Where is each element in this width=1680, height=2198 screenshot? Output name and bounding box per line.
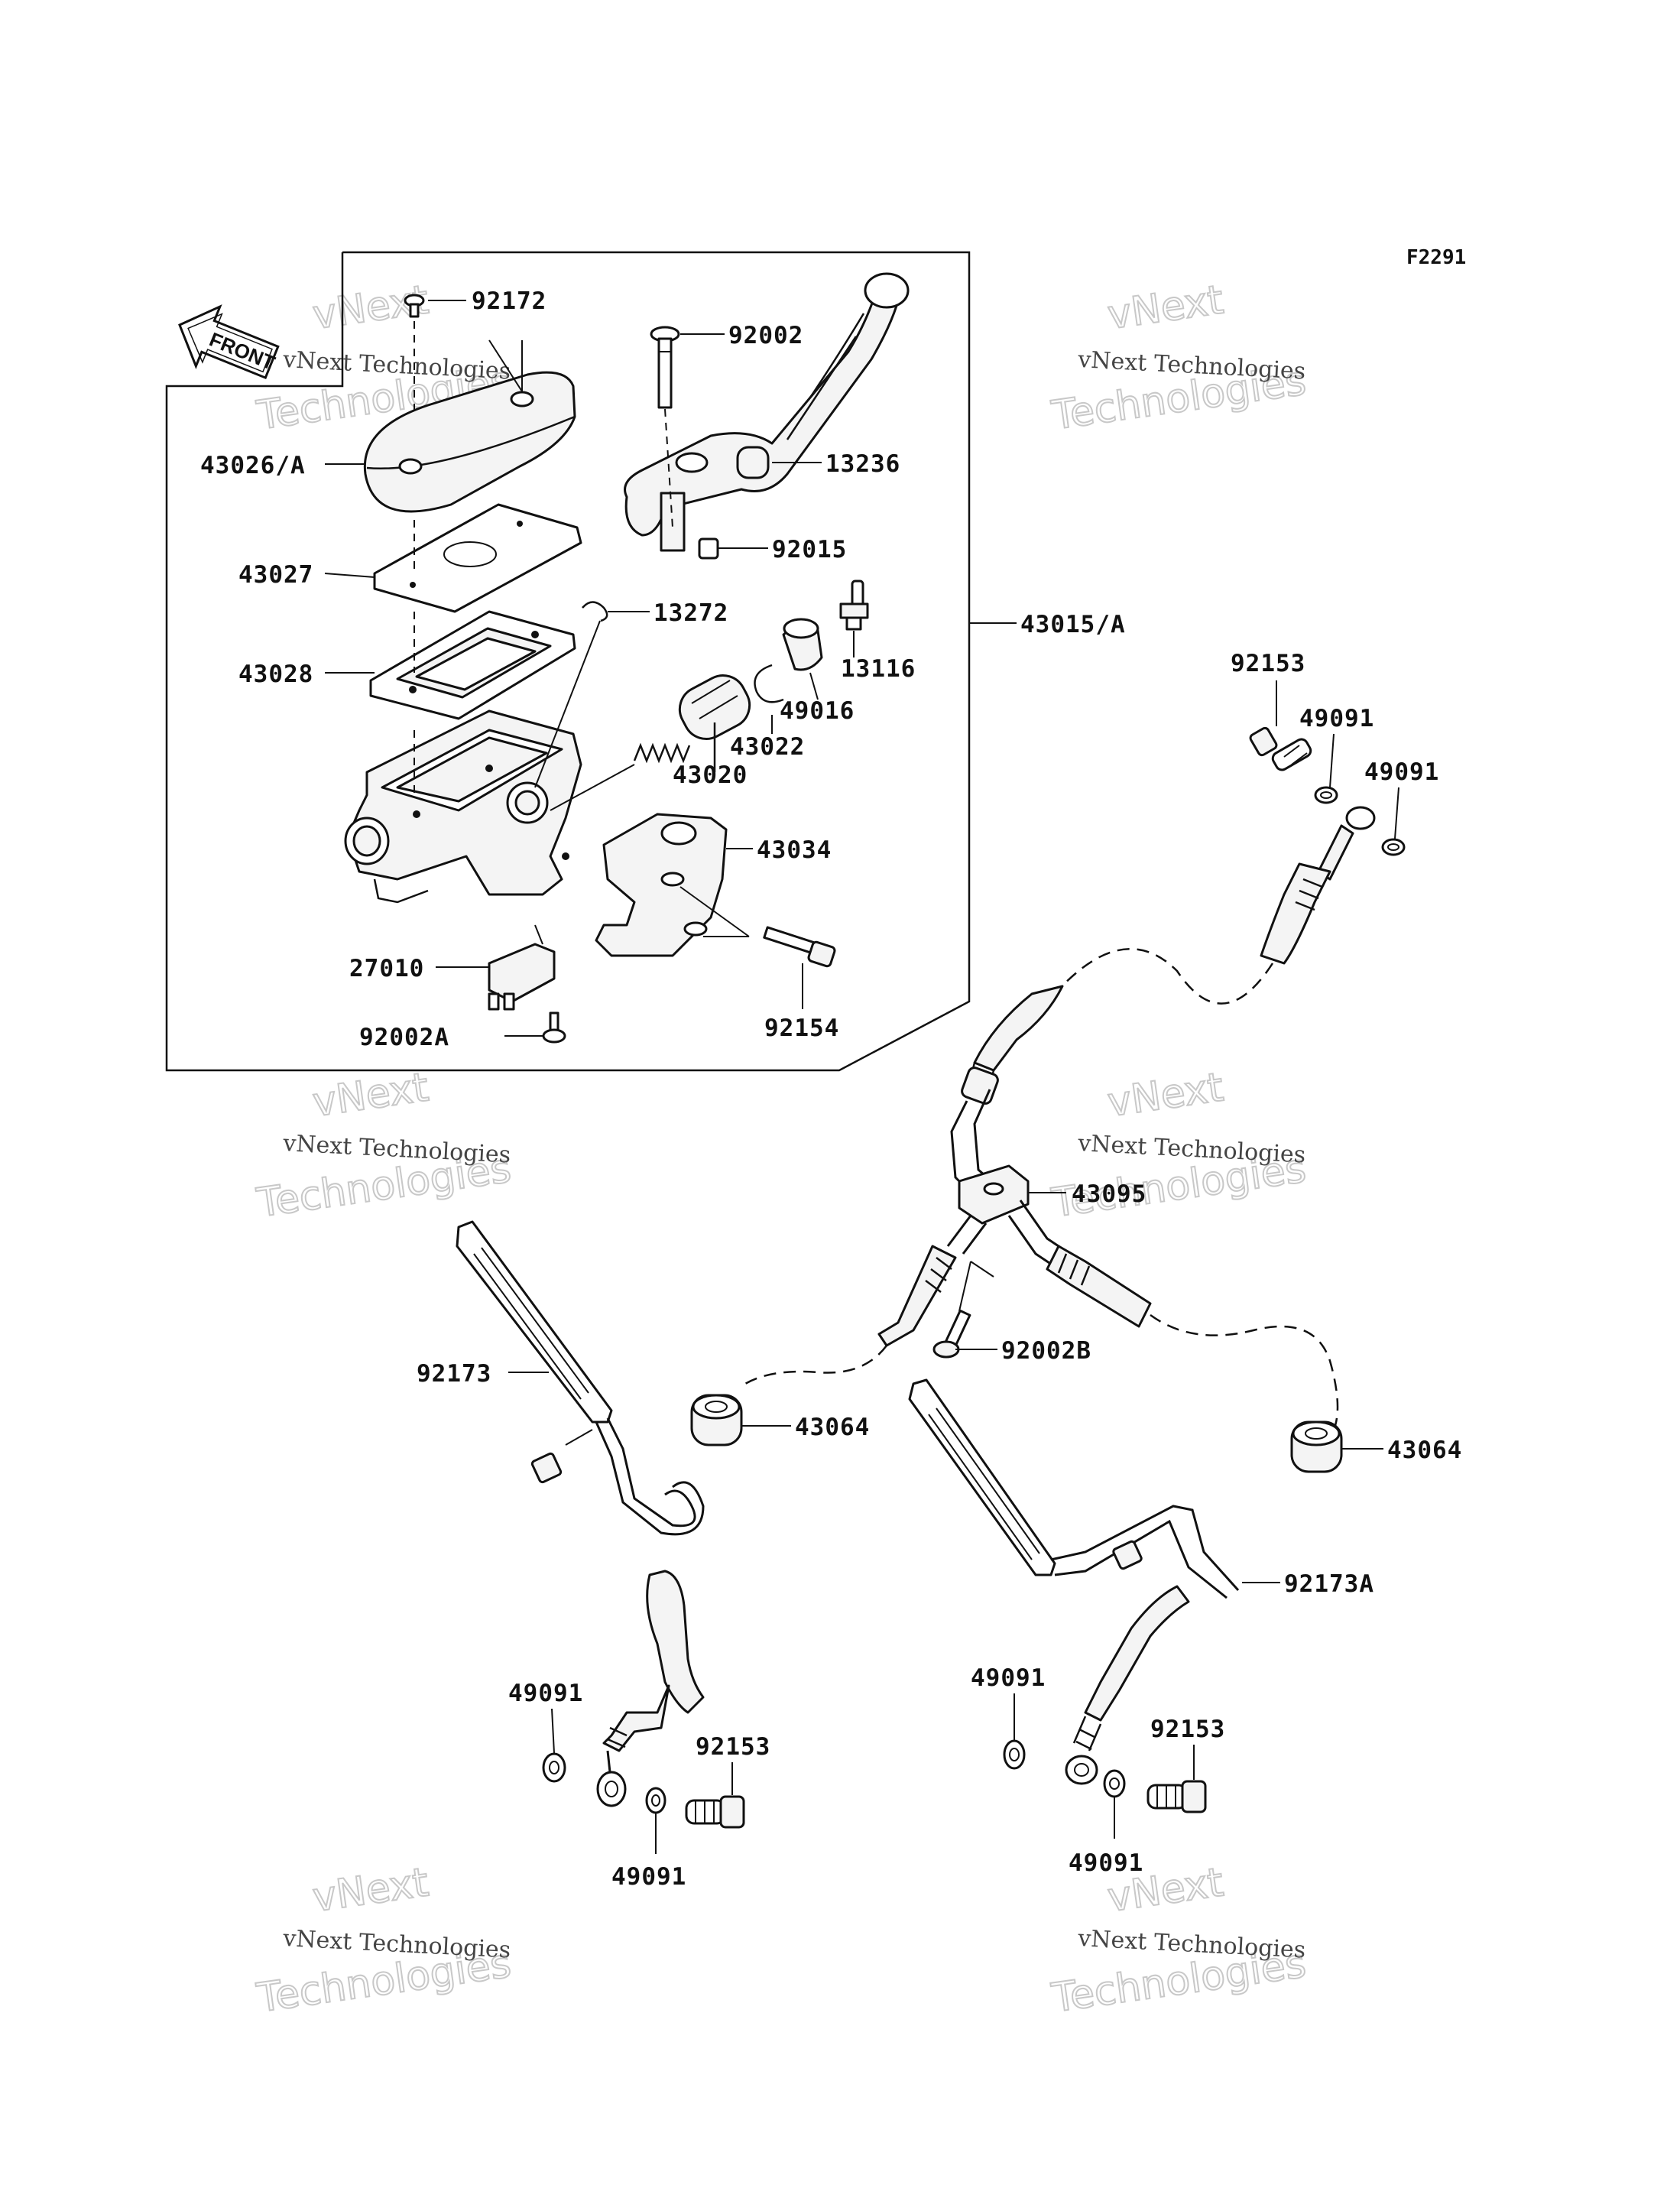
callout-43020: 43020	[673, 761, 748, 789]
callout-13272: 13272	[654, 599, 728, 627]
right-branch-hose	[1046, 1245, 1339, 1438]
clamp-43034-icon	[595, 813, 750, 957]
callout-43028: 43028	[238, 661, 313, 688]
upper-brake-hose	[950, 806, 1376, 1209]
banjo-bolt-92153-br-icon	[1146, 1780, 1207, 1813]
callout-92154: 92154	[764, 1015, 839, 1042]
figure-code: F2291	[1406, 246, 1466, 269]
gasket-43028-icon	[369, 610, 576, 720]
callout-92173a: 92173A	[1284, 1570, 1374, 1598]
watermark-text-large: vNext	[1105, 1064, 1227, 1126]
banjo-bolt-92153-top-icon	[1249, 726, 1312, 771]
pin-13116-icon	[839, 580, 869, 657]
bolt-92154-icon	[763, 926, 836, 968]
washer-49091-bl1-icon	[542, 1752, 566, 1783]
lever-13236-icon	[624, 272, 910, 560]
callout-92153-bl: 92153	[696, 1733, 770, 1761]
callout-labels: 92172 92002 43026/A 13236 92015 43027 13…	[200, 287, 1462, 1891]
grommet-43064-right-icon	[1290, 1420, 1343, 1473]
callout-43022: 43022	[730, 733, 805, 761]
reservoir-cap-43026a-icon	[363, 339, 576, 513]
washer-49091-top1-icon	[1314, 786, 1338, 804]
left-branch-hose	[744, 1245, 957, 1385]
bolt-92002b-icon	[932, 1261, 994, 1359]
callout-13236: 13236	[825, 450, 900, 478]
callout-43015a: 43015/A	[1020, 611, 1126, 638]
bottom-right-hose	[1065, 1585, 1190, 1785]
bottom-left-hose	[596, 1570, 705, 1807]
callout-49091-br1: 49091	[971, 1664, 1046, 1692]
switch-27010-icon	[488, 924, 556, 1011]
callout-13116: 13116	[841, 655, 916, 683]
callout-43034: 43034	[757, 836, 832, 864]
callout-92002a: 92002A	[359, 1024, 449, 1051]
callout-92153-top: 92153	[1231, 650, 1305, 677]
callout-49016: 49016	[780, 697, 855, 725]
callout-92173: 92173	[417, 1360, 491, 1388]
plate-43027-icon	[373, 503, 582, 613]
callout-49091-top2: 49091	[1364, 758, 1439, 786]
watermark-text-large: vNext	[310, 1859, 432, 1921]
callout-49091-br2: 49091	[1069, 1849, 1143, 1877]
callout-27010: 27010	[349, 955, 424, 982]
callout-49091-bl2: 49091	[611, 1863, 686, 1891]
callout-92172: 92172	[472, 287, 546, 315]
callout-49091-top1: 49091	[1299, 705, 1374, 732]
leader-lines	[324, 300, 1399, 1854]
washer-49091-top2-icon	[1381, 838, 1406, 856]
washer-49091-br2-icon	[1103, 1769, 1126, 1798]
callout-92002: 92002	[728, 322, 803, 349]
front-arrow-icon: FRONT	[178, 304, 280, 380]
callout-43027: 43027	[238, 561, 313, 589]
master-cylinder-body-icon	[344, 620, 635, 904]
circlip-43022-icon	[754, 664, 784, 734]
callout-92015: 92015	[772, 536, 847, 563]
watermark-group: vNext Technologies vNext Technologies vN…	[253, 276, 1309, 2022]
callout-92153-br: 92153	[1150, 1716, 1225, 1743]
screw-92002a-icon	[542, 1011, 566, 1044]
watermark-text-large: vNext	[310, 1064, 432, 1126]
callout-49091-bl1: 49091	[508, 1680, 583, 1707]
washer-49091-br1-icon	[1003, 1739, 1026, 1770]
callout-43095: 43095	[1072, 1180, 1146, 1208]
callout-43026a: 43026/A	[200, 452, 306, 479]
boot-49016-icon	[782, 618, 823, 700]
banjo-bolt-92153-bl-icon	[685, 1795, 745, 1829]
assembly-frame	[165, 251, 971, 1072]
callout-43064-right: 43064	[1387, 1437, 1462, 1464]
washer-49091-bl2-icon	[645, 1787, 666, 1814]
piston-43020-icon	[633, 674, 751, 772]
clip-13272-icon	[582, 601, 608, 622]
bracket-92173-icon	[456, 1220, 705, 1536]
watermark-text-large: vNext	[1105, 277, 1227, 339]
callout-43064-left: 43064	[795, 1414, 870, 1441]
grommet-43064-left-icon	[690, 1394, 743, 1446]
callout-92002b: 92002B	[1001, 1337, 1091, 1365]
bracket-92173a-icon	[908, 1378, 1240, 1599]
